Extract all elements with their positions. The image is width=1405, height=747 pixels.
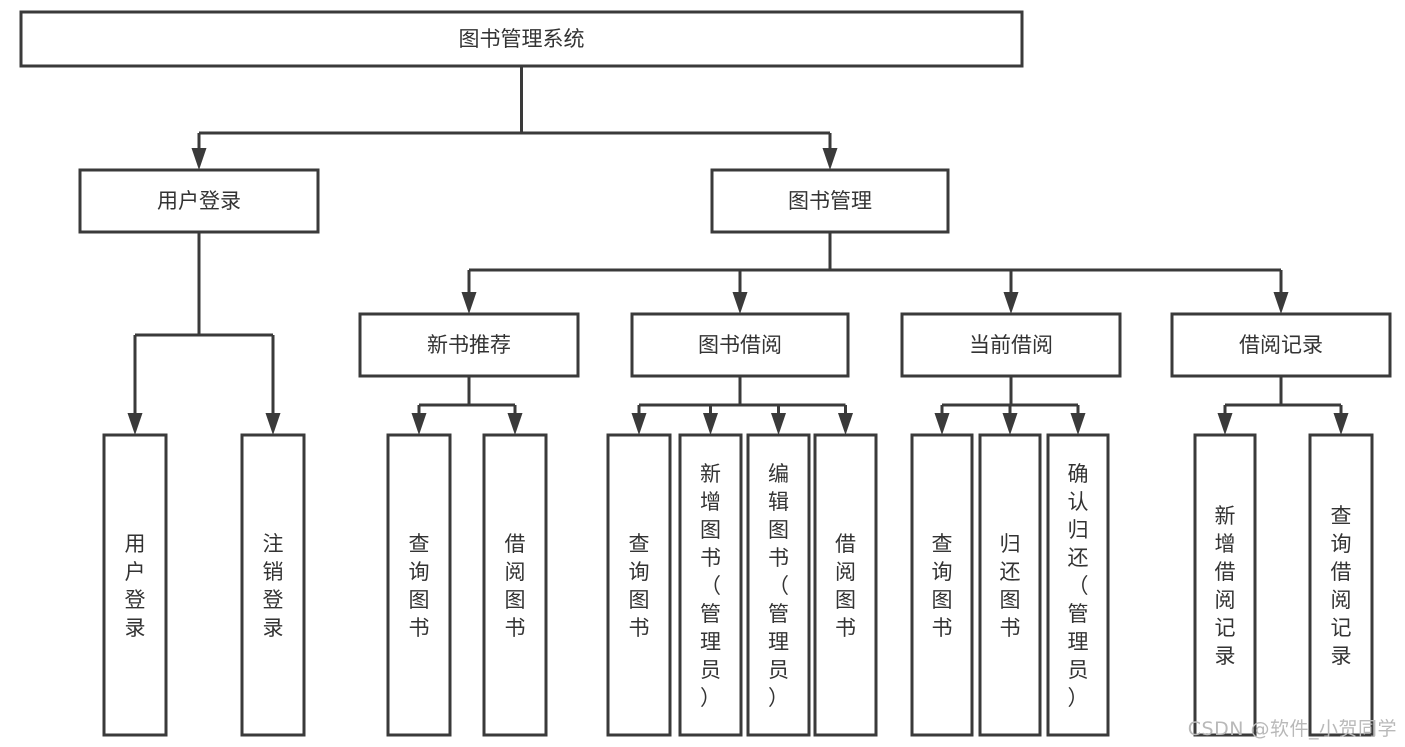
node-box-book-borrow[interactable] (630, 312, 850, 378)
node-box-book-manage[interactable] (710, 168, 950, 234)
node-label-leaf-confirm-return-admin: 确认归还（管理员） (1068, 462, 1089, 710)
node-leaf-edit-book-admin[interactable]: 编辑图书（管理员） (746, 433, 811, 737)
node-box-leaf-return-book[interactable] (978, 433, 1042, 737)
watermark-text: CSDN @软件_小贺同学 (1187, 718, 1397, 740)
node-box-root[interactable] (19, 10, 1024, 68)
node-box-leaf-add-borrow-record[interactable] (1193, 433, 1257, 737)
node-box-borrow-record[interactable] (1170, 312, 1392, 378)
node-box-leaf-borrow-book-rec[interactable] (482, 433, 548, 737)
node-leaf-user-login[interactable]: 用户登录 (102, 433, 168, 737)
node-leaf-user-logout[interactable]: 注销登录 (240, 433, 306, 737)
node-label-leaf-add-book-admin: 新增图书（管理员） (700, 462, 721, 710)
node-user-login[interactable]: 用户登录 (78, 168, 320, 234)
node-label-current-borrow: 当前借阅 (969, 333, 1053, 357)
node-label-leaf-add-borrow-record: 新增借阅记录 (1215, 504, 1236, 668)
node-label-leaf-query-borrow-record: 查询借阅记录 (1331, 504, 1352, 668)
node-leaf-borrow-book[interactable]: 借阅图书 (813, 433, 878, 737)
node-label-borrow-record: 借阅记录 (1239, 333, 1323, 357)
node-label-leaf-return-book: 归还图书 (1000, 532, 1021, 640)
node-leaf-confirm-return-admin[interactable]: 确认归还（管理员） (1046, 433, 1110, 737)
node-box-leaf-query-book-cur[interactable] (910, 433, 974, 737)
node-box-leaf-borrow-book[interactable] (813, 433, 878, 737)
node-label-leaf-user-login: 用户登录 (125, 532, 146, 640)
connector-group (631, 376, 853, 435)
node-new-book-rec[interactable]: 新书推荐 (358, 312, 580, 378)
node-root[interactable]: 图书管理系统 (19, 10, 1024, 68)
node-leaf-query-book[interactable]: 查询图书 (606, 433, 672, 737)
node-box-new-book-rec[interactable] (358, 312, 580, 378)
node-label-leaf-query-book-rec: 查询图书 (409, 532, 430, 640)
node-leaf-add-borrow-record[interactable]: 新增借阅记录 (1193, 433, 1257, 737)
node-label-root: 图书管理系统 (459, 27, 585, 51)
connector-group (127, 232, 281, 435)
node-borrow-record[interactable]: 借阅记录 (1170, 312, 1392, 378)
connector-group (934, 376, 1086, 435)
node-label-leaf-query-book-cur: 查询图书 (932, 532, 953, 640)
node-leaf-query-book-cur[interactable]: 查询图书 (910, 433, 974, 737)
node-box-leaf-query-borrow-record[interactable] (1308, 433, 1374, 737)
node-label-leaf-borrow-book: 借阅图书 (835, 532, 856, 640)
node-label-book-borrow: 图书借阅 (698, 333, 782, 357)
node-leaf-query-book-rec[interactable]: 查询图书 (386, 433, 452, 737)
node-box-leaf-query-book[interactable] (606, 433, 672, 737)
node-box-leaf-user-login[interactable] (102, 433, 168, 737)
node-box-leaf-query-book-rec[interactable] (386, 433, 452, 737)
connector-group (191, 66, 838, 170)
node-leaf-query-borrow-record[interactable]: 查询借阅记录 (1308, 433, 1374, 737)
connector-layer (127, 66, 1349, 435)
node-label-leaf-user-logout: 注销登录 (263, 532, 284, 640)
node-leaf-add-book-admin[interactable]: 新增图书（管理员） (678, 433, 743, 737)
connector-group (1217, 376, 1349, 435)
connector-group (411, 376, 523, 435)
node-label-book-manage: 图书管理 (788, 189, 872, 213)
node-box-user-login[interactable] (78, 168, 320, 234)
node-box-leaf-confirm-return-admin[interactable] (1046, 433, 1110, 737)
node-layer: 图书管理系统用户登录图书管理新书推荐图书借阅当前借阅借阅记录用户登录注销登录查询… (19, 10, 1392, 737)
node-label-leaf-edit-book-admin: 编辑图书（管理员） (768, 462, 789, 710)
node-label-new-book-rec: 新书推荐 (427, 333, 511, 357)
node-box-leaf-edit-book-admin[interactable] (746, 433, 811, 737)
node-current-borrow[interactable]: 当前借阅 (900, 312, 1122, 378)
node-label-leaf-query-book: 查询图书 (629, 532, 650, 640)
node-book-borrow[interactable]: 图书借阅 (630, 312, 850, 378)
node-box-current-borrow[interactable] (900, 312, 1122, 378)
node-box-leaf-add-book-admin[interactable] (678, 433, 743, 737)
node-leaf-return-book[interactable]: 归还图书 (978, 433, 1042, 737)
node-label-user-login: 用户登录 (157, 189, 241, 213)
node-label-leaf-borrow-book-rec: 借阅图书 (505, 532, 526, 640)
node-leaf-borrow-book-rec[interactable]: 借阅图书 (482, 433, 548, 737)
connector-group (461, 232, 1289, 314)
node-box-leaf-user-logout[interactable] (240, 433, 306, 737)
node-book-manage[interactable]: 图书管理 (710, 168, 950, 234)
